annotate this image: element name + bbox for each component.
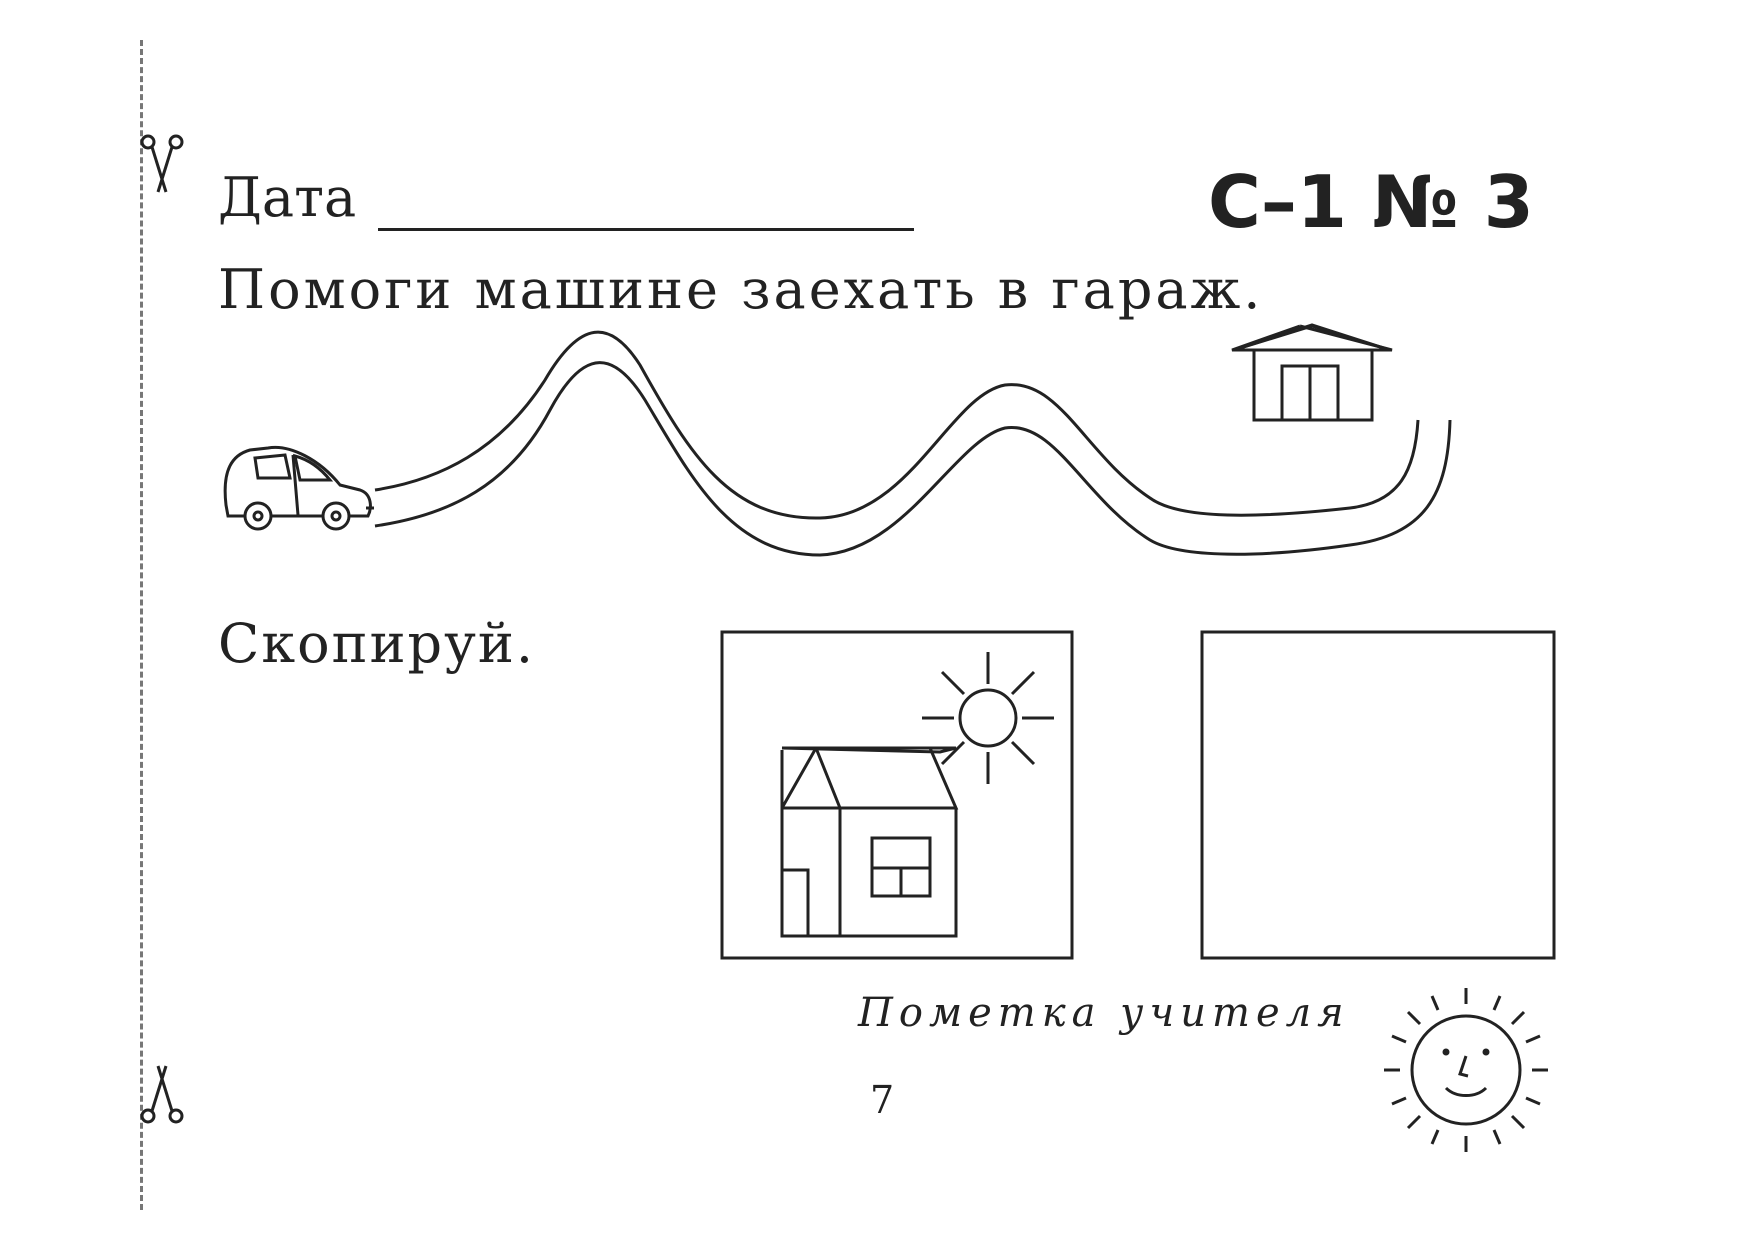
winding-road[interactable] — [374, 330, 1452, 557]
scissors-icon — [140, 134, 184, 193]
sample-frame — [720, 630, 1074, 960]
date-field-line[interactable] — [378, 228, 914, 231]
copy-drawing-area[interactable] — [1200, 630, 1556, 960]
instruction-maze: Помоги машине заехать в гараж. — [218, 258, 1264, 321]
garage-icon — [1231, 323, 1393, 422]
cut-line — [140, 40, 143, 1210]
instruction-copy: Скопируй. — [218, 612, 536, 675]
sun-icon — [922, 652, 1054, 784]
page-number: 7 — [870, 1078, 895, 1122]
teacher-mark-label: Пометка учителя — [858, 990, 1350, 1036]
task-code: С–1 № 3 — [1208, 160, 1534, 244]
scissors-icon — [140, 1065, 184, 1124]
smiling-sun-icon — [1384, 988, 1548, 1152]
car-icon — [223, 445, 374, 531]
house-icon — [780, 746, 959, 938]
date-label: Дата — [218, 166, 357, 229]
